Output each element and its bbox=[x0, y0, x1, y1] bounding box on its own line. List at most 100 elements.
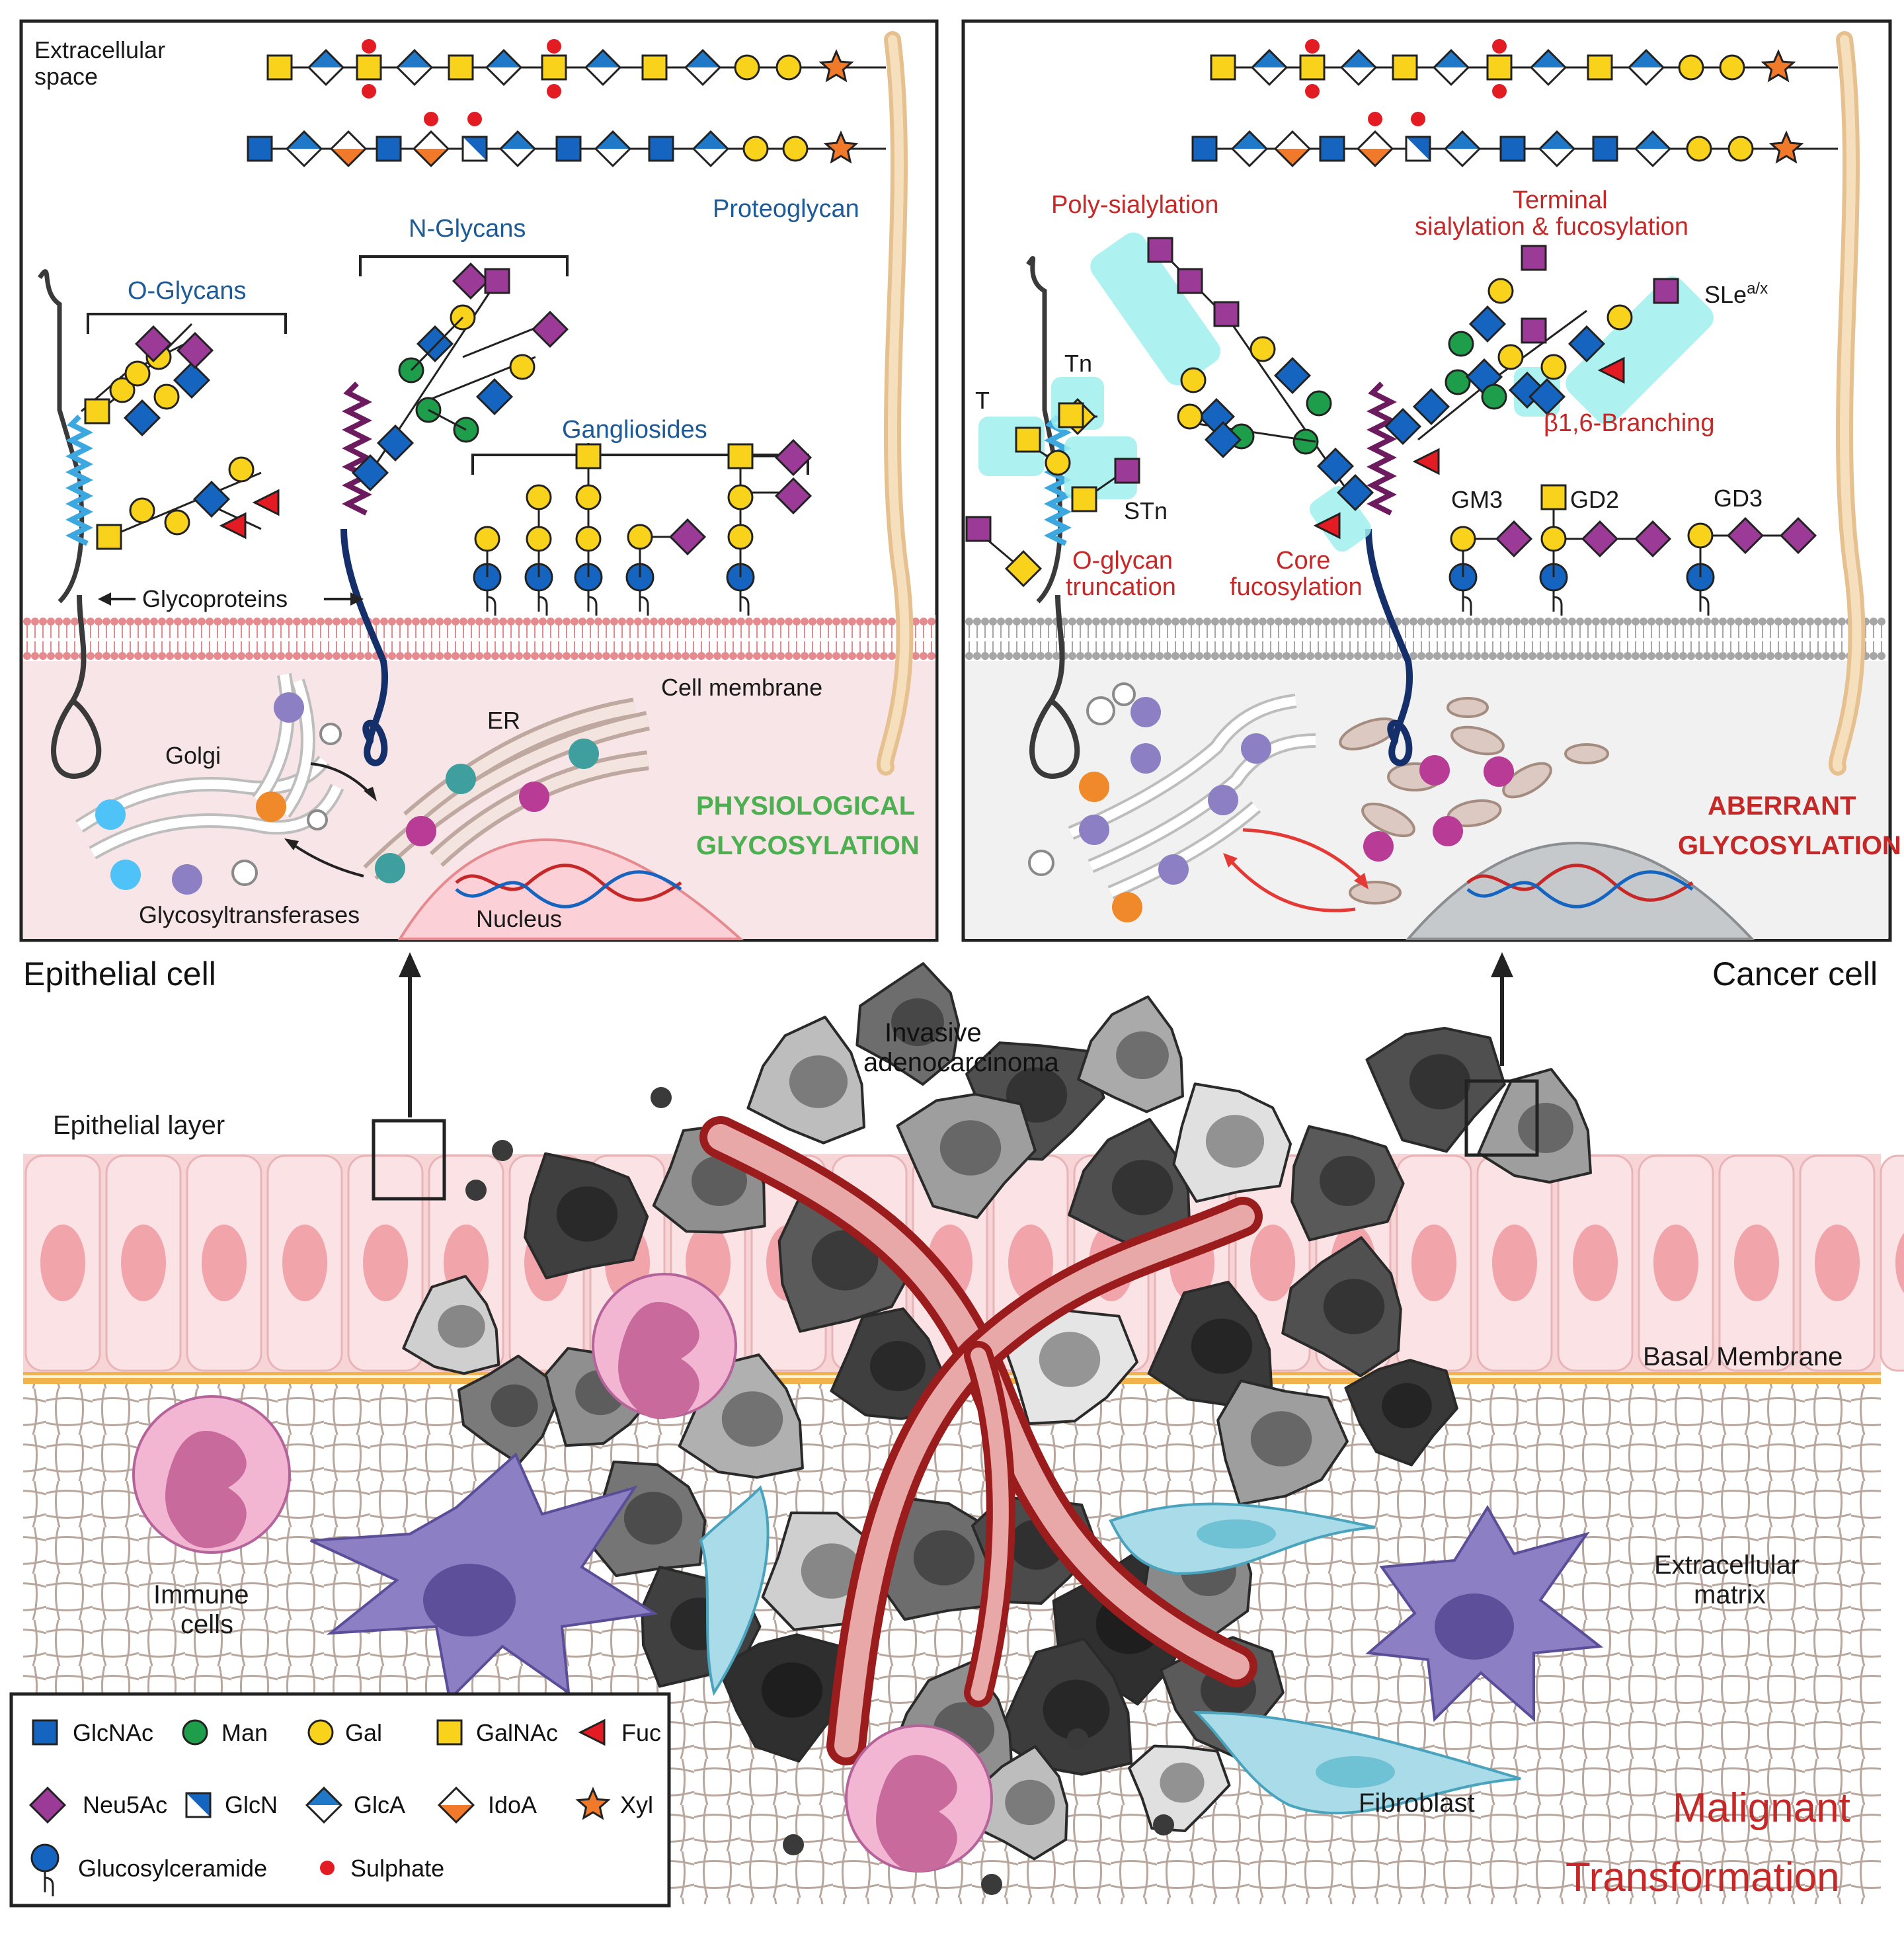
lipid-head bbox=[761, 618, 769, 625]
glycan-diamond bbox=[1528, 378, 1566, 416]
glycan-diamond bbox=[1468, 305, 1507, 343]
lipid-head bbox=[499, 652, 507, 660]
lipid-head bbox=[1306, 618, 1314, 625]
lipid-head bbox=[1870, 652, 1878, 660]
sulphate-dot bbox=[547, 39, 561, 54]
o-glycans-bracket bbox=[87, 313, 287, 334]
legend-glca-diamond-bottom bbox=[307, 1805, 341, 1822]
glycan-square bbox=[448, 54, 474, 81]
glycan-circle bbox=[164, 509, 190, 536]
tumour-nucleus bbox=[1250, 1411, 1312, 1467]
glycan-diamond bbox=[28, 1786, 67, 1824]
lipid-head bbox=[981, 652, 989, 660]
lipid-head bbox=[221, 652, 229, 660]
legend-glcn-label: GlcN bbox=[225, 1791, 278, 1818]
lipid-head bbox=[1362, 618, 1370, 625]
lipid-head bbox=[491, 618, 499, 625]
tumour-nucleus bbox=[721, 1391, 783, 1447]
epithelial-nucleus bbox=[40, 1225, 85, 1301]
glca-diamond-bottom bbox=[500, 149, 535, 166]
lipid-head bbox=[269, 618, 277, 625]
tissue-scene: Invasive adenocarcinoma Epithelial layer… bbox=[23, 952, 1904, 1904]
lipid-head bbox=[1140, 652, 1148, 660]
lipid-head bbox=[1759, 618, 1766, 625]
lipid-head bbox=[452, 618, 459, 625]
glycan-square bbox=[247, 136, 273, 162]
sulphate-dot bbox=[424, 112, 438, 126]
glycan-diamond bbox=[1384, 407, 1422, 446]
ceramide-tails bbox=[1552, 590, 1563, 616]
glca-diamond-bottom bbox=[1434, 67, 1468, 85]
lipid-head bbox=[872, 618, 880, 625]
glycan-circle bbox=[228, 456, 255, 483]
lipid-head bbox=[1441, 618, 1449, 625]
glycan-circle bbox=[474, 526, 500, 552]
lipid-head bbox=[848, 652, 856, 660]
lipid-head bbox=[1838, 652, 1846, 660]
lipid-head bbox=[1774, 618, 1782, 625]
lipid-head bbox=[880, 618, 888, 625]
lipid-head bbox=[634, 618, 642, 625]
glycan-circle bbox=[1177, 403, 1203, 430]
epithelial-nucleus bbox=[282, 1225, 327, 1301]
lipid-head bbox=[285, 618, 293, 625]
glycan-circle bbox=[1448, 331, 1474, 357]
lipid-head bbox=[253, 618, 261, 625]
glycan-diamond bbox=[1779, 516, 1817, 555]
lipid-head bbox=[1005, 618, 1013, 625]
lipid-head bbox=[547, 652, 555, 660]
tumour-cell bbox=[1128, 1744, 1231, 1833]
idoa-diamond-bottom bbox=[414, 149, 448, 166]
lipid-head bbox=[214, 618, 221, 625]
lipid-head bbox=[1330, 652, 1338, 660]
o-glycans-label: O-Glycans bbox=[128, 277, 246, 305]
lipid-head bbox=[745, 652, 753, 660]
glycan-circle bbox=[1540, 354, 1567, 380]
left-cell-membrane bbox=[23, 615, 935, 661]
lipid-head bbox=[880, 652, 888, 660]
lipid-head bbox=[1457, 618, 1465, 625]
lipid-head bbox=[777, 618, 785, 625]
lipid-head bbox=[95, 652, 102, 660]
glycan-diamond bbox=[774, 477, 813, 515]
ceramide-tails bbox=[739, 590, 750, 616]
glycan-square bbox=[1486, 54, 1513, 81]
gangliosides-bracket bbox=[471, 454, 809, 475]
idoa-diamond-top bbox=[331, 132, 366, 149]
lipid-head bbox=[1671, 618, 1679, 625]
glycan-square bbox=[436, 1719, 463, 1746]
lipid-head bbox=[658, 652, 666, 660]
glycan-square bbox=[641, 54, 668, 81]
lipid-head bbox=[1211, 618, 1219, 625]
glca-diamond-top bbox=[1445, 132, 1480, 149]
lipid-head bbox=[1132, 618, 1140, 625]
lipid-head bbox=[840, 618, 848, 625]
lipid-head bbox=[1076, 652, 1084, 660]
lipid-head bbox=[1267, 652, 1275, 660]
lipid-head bbox=[404, 652, 412, 660]
lipid-head bbox=[523, 652, 531, 660]
lipid-head bbox=[1187, 652, 1195, 660]
glycan-diamond bbox=[668, 518, 707, 556]
glycan-diamond bbox=[1726, 516, 1765, 555]
lipid-head bbox=[1608, 652, 1616, 660]
lipid-head bbox=[420, 652, 428, 660]
glcn-upper bbox=[463, 137, 487, 161]
lipid-head bbox=[1243, 618, 1251, 625]
lipid-head bbox=[1782, 618, 1790, 625]
lipid-head bbox=[1616, 618, 1624, 625]
tumour-cell bbox=[995, 1637, 1133, 1776]
lipid-head bbox=[769, 618, 777, 625]
lipid-head bbox=[864, 618, 872, 625]
lipid-head bbox=[1592, 652, 1600, 660]
glycan-square bbox=[1210, 54, 1236, 81]
lipid-head bbox=[1219, 618, 1227, 625]
lipid-head bbox=[1354, 618, 1362, 625]
lipid-head bbox=[981, 618, 989, 625]
lipid-head bbox=[475, 618, 483, 625]
glca-diamond-bottom bbox=[1341, 67, 1376, 85]
glca-diamond-bottom bbox=[397, 67, 432, 85]
glycan-diamond bbox=[123, 399, 161, 437]
lipid-head bbox=[888, 618, 896, 625]
glycan-square bbox=[1319, 136, 1345, 162]
